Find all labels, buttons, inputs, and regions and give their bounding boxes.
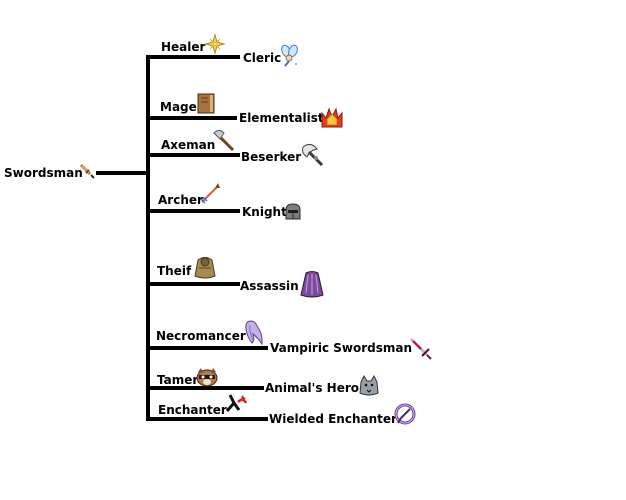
arrow-icon (200, 183, 220, 204)
advanced-class-label-animals-hero: Animal's Hero (265, 381, 359, 395)
base-class-label-enchanter: Enchanter (158, 403, 227, 417)
thief-cloak-icon (194, 257, 216, 279)
base-class-label-theif: Theif (157, 264, 192, 278)
base-class-label-healer: Healer (161, 40, 206, 54)
axe-icon (213, 130, 235, 152)
base-class-label-mage: Mage (160, 100, 197, 114)
fairy-icon (281, 44, 298, 67)
advanced-class-label-vampiric-swordsman: Vampiric Swordsman (270, 341, 412, 355)
base-class-label-tamer: Tamer (157, 373, 198, 387)
assassin-cape-icon (300, 271, 324, 298)
advanced-class-label-assassin: Assassin (240, 279, 299, 293)
battle-axe-icon (302, 143, 324, 167)
tree-connectors (96, 55, 268, 421)
base-class-label-axeman: Axeman (161, 138, 215, 152)
holy-star-icon (204, 33, 226, 55)
enchant-symbol-icon (225, 394, 248, 412)
advanced-class-label-knight: Knight (242, 205, 287, 219)
wolf-icon (359, 374, 379, 396)
bloody-sword-icon (409, 337, 432, 360)
advanced-class-label-wielded-enchanter: Wielded Enchanter (269, 412, 397, 426)
spellbook-icon (197, 93, 215, 114)
enchanted-ring-icon (394, 403, 416, 425)
knight-helmet-icon (285, 203, 301, 220)
base-class-label-archer: Archer (158, 193, 203, 207)
advanced-class-label-elementalist: Elementalist (239, 111, 324, 125)
sword-icon (79, 163, 95, 179)
advanced-class-label-beserker: Beserker (241, 150, 301, 164)
advanced-class-label-cleric: Cleric (243, 51, 281, 65)
raccoon-icon (196, 368, 218, 387)
root-label: Swordsman (4, 166, 83, 180)
fire-crown-icon (321, 107, 343, 128)
ghost-icon (245, 320, 263, 346)
base-class-label-necromancer: Necromancer (156, 329, 246, 343)
